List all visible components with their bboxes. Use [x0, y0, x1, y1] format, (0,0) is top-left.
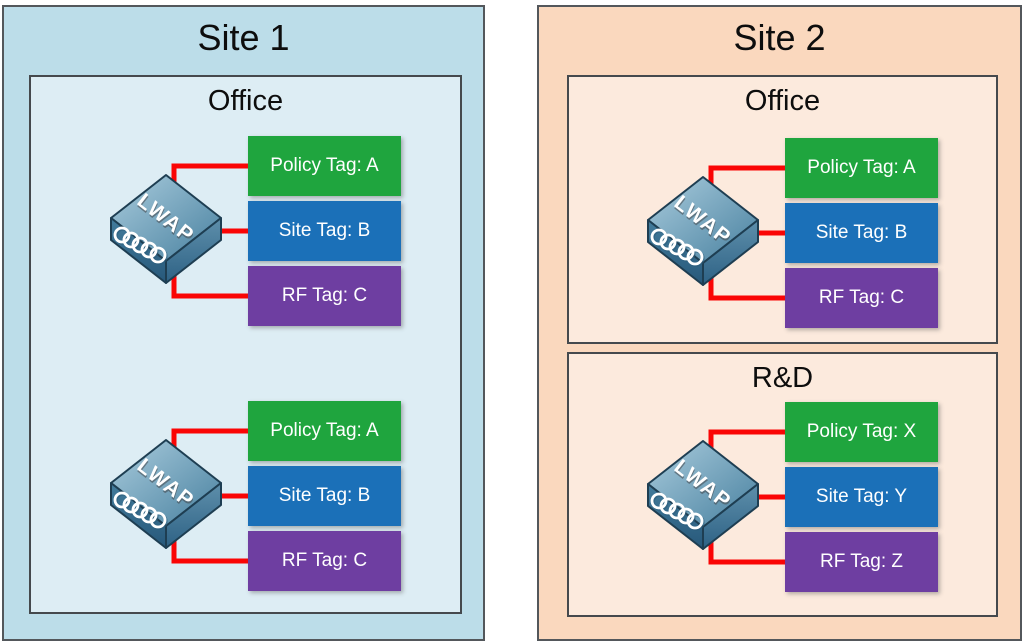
- policy-tag-box: Policy Tag: A: [248, 401, 401, 461]
- coil-icon: [113, 226, 167, 264]
- lwap-device-icon: LWAP LWAP: [110, 174, 222, 284]
- site-2-rd-box: R&D LWAP LWAP: [567, 352, 998, 617]
- site-1-box: Site 1 Office: [2, 5, 485, 641]
- ap-group: LWAP LWAP Policy Tag: X Site Tag: Y RF T…: [644, 402, 938, 592]
- site-2-office-title: Office: [744, 85, 821, 117]
- site-tag-box: Site Tag: Y: [785, 467, 938, 527]
- rf-tag-box: RF Tag: Z: [785, 532, 938, 592]
- site-tag-box: Site Tag: B: [248, 466, 401, 526]
- lwap-device-icon: LWAP LWAP: [647, 440, 759, 550]
- ap-group: LWAP LWAP Policy Tag: A Site Tag: B RF T…: [644, 138, 938, 328]
- site-2-rd-title: R&D: [751, 362, 814, 394]
- rf-tag-box: RF Tag: C: [785, 268, 938, 328]
- ap-group: LWAP LWAP Policy Tag: A Site Tag: B RF T…: [107, 136, 401, 326]
- site-1-office-box: Office LWAP L: [29, 75, 462, 614]
- lwap-device-icon: LWAP LWAP: [647, 176, 759, 286]
- coil-icon: [650, 492, 704, 530]
- site-2-box: Site 2 Office LWAP: [537, 5, 1022, 641]
- policy-tag-box: Policy Tag: X: [785, 402, 938, 462]
- site-2-title: Site 2: [733, 17, 826, 58]
- rf-tag-box: RF Tag: C: [248, 531, 401, 591]
- site-tag-box: Site Tag: B: [785, 203, 938, 263]
- lwap-device-icon: LWAP LWAP: [110, 439, 222, 549]
- coil-icon: [113, 491, 167, 529]
- ap-group: LWAP LWAP Policy Tag: A Site Tag: B RF T…: [107, 401, 401, 591]
- site-1-title: Site 1: [197, 17, 290, 58]
- site-tag-box: Site Tag: B: [248, 201, 401, 261]
- site-2-office-box: Office LWAP LWAP: [567, 75, 998, 344]
- coil-icon: [650, 228, 704, 266]
- rf-tag-box: RF Tag: C: [248, 266, 401, 326]
- policy-tag-box: Policy Tag: A: [785, 138, 938, 198]
- site-1-office-title: Office: [207, 85, 284, 117]
- policy-tag-box: Policy Tag: A: [248, 136, 401, 196]
